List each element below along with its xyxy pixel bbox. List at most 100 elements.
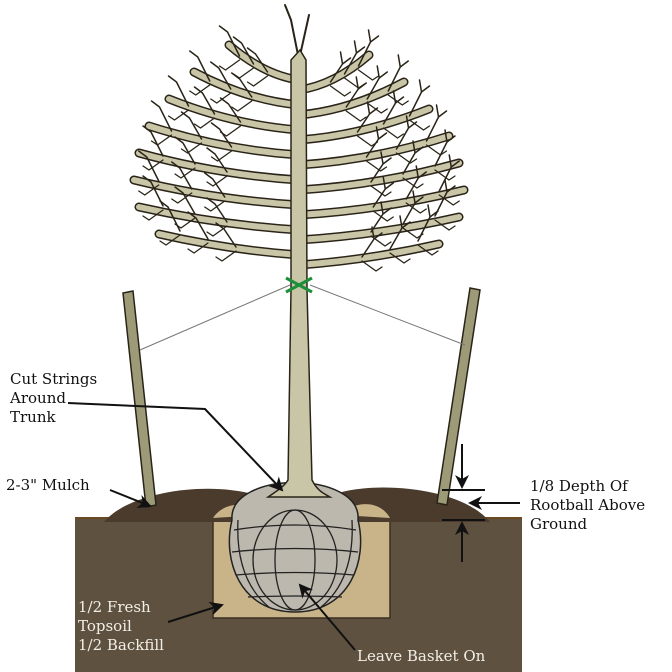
- tree-branch: [370, 185, 392, 197]
- tree-branch: [246, 75, 269, 87]
- tree-branch: [361, 226, 383, 258]
- tree-branch: [387, 94, 409, 106]
- tree-branch: [131, 177, 302, 208]
- tree-branch: [438, 154, 460, 192]
- tree-branch: [206, 225, 228, 237]
- tree-trunk: [265, 48, 333, 498]
- tree-branch: [343, 40, 366, 75]
- label-line: Trunk: [10, 408, 56, 426]
- tree-branch: [174, 167, 196, 179]
- tree-branch: [417, 204, 439, 242]
- tree-branch: [395, 115, 418, 150]
- tree-branch: [159, 200, 181, 232]
- tree-branch: [231, 100, 253, 112]
- tree-branch: [204, 172, 226, 198]
- depth-dimension: [442, 444, 520, 562]
- label-line: 1/2 Backfill: [78, 636, 164, 654]
- tree-branch: [174, 136, 196, 165]
- tree-branch: [382, 127, 405, 139]
- stake-right: [436, 287, 481, 506]
- tree-branch: [171, 192, 193, 204]
- tree-branch: [231, 72, 253, 98]
- tree-branch: [434, 169, 456, 181]
- tree-branch: [218, 25, 241, 57]
- tree-branch: [136, 150, 302, 183]
- tree-branch: [434, 219, 456, 231]
- tree-branch: [187, 211, 209, 240]
- tree-branch: [296, 79, 407, 118]
- label-cut-strings: Cut Strings Around Trunk: [10, 370, 97, 427]
- tree-branch: [142, 209, 164, 221]
- tree-branch: [387, 54, 409, 92]
- tree-branch: [345, 110, 367, 122]
- guy-wire-left: [139, 284, 291, 351]
- basket-arrow: [298, 583, 356, 651]
- tree-branch: [138, 150, 160, 182]
- tree-branch: [402, 177, 424, 189]
- label-line: Around: [10, 389, 66, 407]
- tree-branch: [361, 260, 383, 272]
- tree-branch: [206, 147, 228, 173]
- tree-branch: [365, 160, 388, 172]
- tree-branch: [180, 111, 203, 140]
- tree-branch: [296, 160, 462, 193]
- tree-branch: [210, 92, 232, 104]
- tree-branch: [357, 29, 380, 67]
- tree-branch: [166, 96, 302, 133]
- tree-branch: [215, 250, 237, 262]
- tree-branch: [142, 125, 164, 157]
- tree-branch: [395, 152, 418, 164]
- tree-tie: [285, 276, 313, 294]
- tree-branch: [189, 50, 211, 82]
- tree-branch: [329, 51, 352, 83]
- tree-canopy: [129, 4, 469, 272]
- tree-branch: [156, 231, 302, 258]
- tree-branch: [204, 200, 226, 212]
- tree-branch: [174, 186, 196, 215]
- label-backfill: 1/2 Fresh Topsoil 1/2 Backfill: [78, 598, 164, 655]
- tree-branch: [142, 159, 164, 171]
- tree-branch: [365, 126, 388, 158]
- label-line: Ground: [530, 515, 588, 533]
- tree-branch: [232, 36, 255, 65]
- tree-branch: [296, 133, 452, 168]
- label-line: Cut Strings: [10, 370, 98, 388]
- tree-branch: [210, 122, 233, 148]
- tree-branch: [206, 175, 228, 187]
- tree-branch: [434, 129, 456, 167]
- tree-branch: [284, 4, 310, 61]
- tree-branch: [296, 241, 442, 268]
- tree-branch: [405, 165, 427, 200]
- tree-branch: [159, 234, 181, 246]
- tree-branch: [366, 65, 388, 100]
- tree-branch: [408, 79, 431, 117]
- label-line: 1/2 Fresh: [78, 598, 151, 616]
- tree-branch: [372, 210, 394, 222]
- tree-branch: [150, 100, 173, 132]
- tree-branch: [191, 69, 302, 108]
- tree-branch: [193, 86, 216, 115]
- tree-branch: [425, 104, 448, 142]
- tree-branch: [366, 102, 388, 114]
- tree-branch: [370, 151, 392, 183]
- label-line: 1/8 Depth Of: [530, 477, 628, 495]
- tree-branch: [405, 202, 427, 214]
- tree-branch: [372, 176, 394, 208]
- stake-left: [122, 290, 157, 508]
- tree-branch: [136, 204, 302, 233]
- tree-branch: [389, 215, 411, 250]
- tree-branch: [357, 69, 380, 81]
- tree-branch: [167, 75, 190, 107]
- tree-branch: [345, 76, 367, 108]
- guy-wire-right: [309, 284, 466, 346]
- tree-branch: [189, 84, 211, 96]
- tree-branch: [206, 197, 228, 223]
- tree-branch: [187, 242, 209, 254]
- label-line: Rootball Above: [530, 496, 646, 514]
- label-basket: Leave Basket On: [357, 647, 486, 665]
- tree-branch: [219, 97, 242, 123]
- mulch-arrow: [109, 489, 152, 509]
- tree-branch: [402, 190, 424, 225]
